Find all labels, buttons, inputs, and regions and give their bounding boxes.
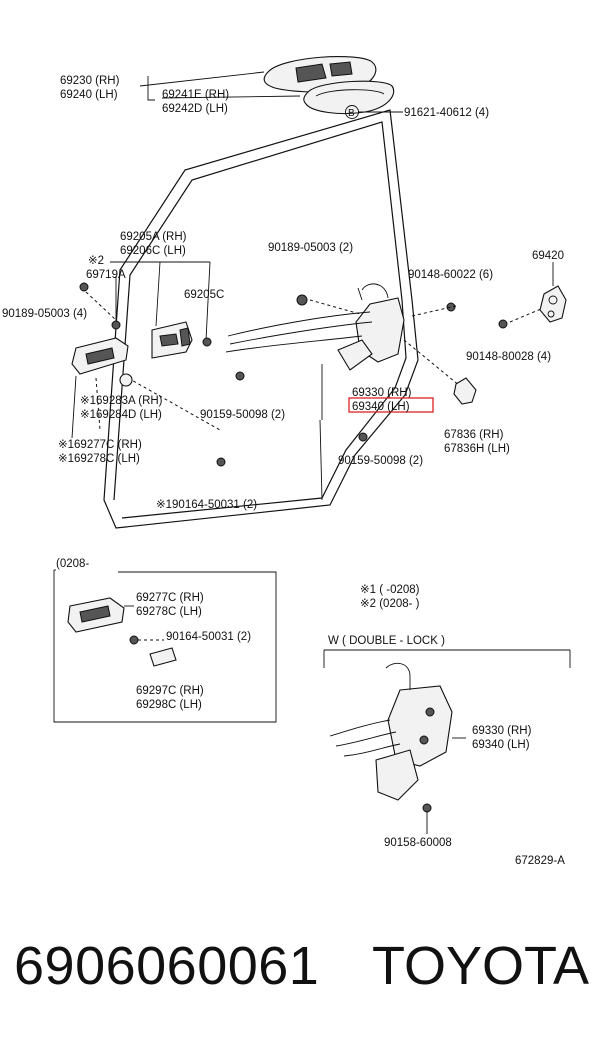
door-frame-outline [103, 109, 419, 529]
label-double-lock: W ( DOUBLE - LOCK ) [328, 635, 445, 647]
inside-handle-bezel [71, 337, 129, 375]
label-69205c: 69205C [184, 289, 224, 301]
label-67836h: 67836H (LH) [444, 443, 510, 455]
label-90164: 90164-50031 (2) [166, 631, 251, 643]
label-69230: 69230 (RH) [60, 75, 120, 87]
label-note1: ※1 ( -0208) [360, 584, 420, 596]
lock-cover [453, 377, 477, 405]
label-69242d: 69242D (LH) [162, 103, 228, 115]
label-69340-upper: 69340 (LH) [352, 401, 410, 413]
part-number: 6906060061 [14, 936, 320, 996]
label-90159-mid: 90159-50098 (2) [200, 409, 285, 421]
label-169278c: ※169278C (LH) [58, 453, 140, 465]
label-90159-low: 90159-50098 (2) [338, 455, 423, 467]
label-69297c: 69297C (RH) [136, 685, 204, 697]
label-90189-top: 90189-05003 (2) [268, 242, 353, 254]
inside-handle [151, 321, 193, 359]
door-lock-assembly [337, 283, 405, 371]
label-69298c: 69298C (LH) [136, 699, 202, 711]
lock-leaders [309, 299, 549, 420]
label-69278c: 69278C (LH) [136, 606, 202, 618]
label-69420: 69420 [532, 250, 564, 262]
highlight-box-69340 [348, 397, 434, 413]
label-69719a: 69719A [86, 269, 126, 281]
label-69206c: 69206C (LH) [120, 245, 186, 257]
variant-box [53, 569, 277, 723]
label-90158: 90158-60008 [384, 837, 452, 849]
screw-fasteners [79, 282, 508, 813]
label-note2-mark: ※2 [88, 255, 104, 267]
door-striker [539, 262, 567, 323]
label-67836: 67836 (RH) [444, 429, 504, 441]
label-69330-upper: 69330 (RH) [352, 387, 412, 399]
label-note2: ※2 (0208- ) [360, 598, 420, 610]
lock-cables [225, 311, 373, 353]
label-169283a: ※169283A (RH) [80, 395, 163, 407]
label-69340-w: 69340 (LH) [472, 739, 530, 751]
label-90148-4: 90148-80028 (4) [466, 351, 551, 363]
label-69277c: 69277C (RH) [136, 592, 204, 604]
door-lock-parts-diagram: 69230 (RH) 69240 (LH) 69241E (RH) 69242D… [2, 55, 571, 867]
callout-b-circle [345, 105, 359, 119]
label-190164: ※190164-50031 (2) [156, 499, 257, 511]
label-drawing-ref: 672829-A [515, 855, 565, 867]
label-69330-w: 69330 (RH) [472, 725, 532, 737]
brand-name: TOYOTA [372, 936, 590, 996]
variant-inside-handle [67, 597, 134, 633]
label-box-date: (0208- [56, 558, 89, 570]
double-lock-assembly [329, 662, 466, 834]
label-169284d: ※169284D (LH) [80, 409, 162, 421]
label-69241e: 69241E (RH) [162, 89, 229, 101]
inside-handle-leaders [71, 261, 221, 439]
variant-cover-piece [149, 647, 177, 667]
label-90189-left: 90189-05003 (4) [2, 308, 87, 320]
label-90148-6: 90148-60022 (6) [408, 269, 493, 281]
footer: 6906060061 TOYOTA [0, 935, 600, 1015]
label-callout-b: B [348, 108, 355, 119]
label-69205a: 69205A (RH) [120, 231, 187, 243]
label-69240: 69240 (LH) [60, 89, 118, 101]
label-91621: 91621-40612 (4) [404, 107, 489, 119]
handle-leaders [139, 71, 403, 113]
double-lock-bracket [323, 649, 571, 668]
label-169277c: ※169277C (RH) [58, 439, 142, 451]
